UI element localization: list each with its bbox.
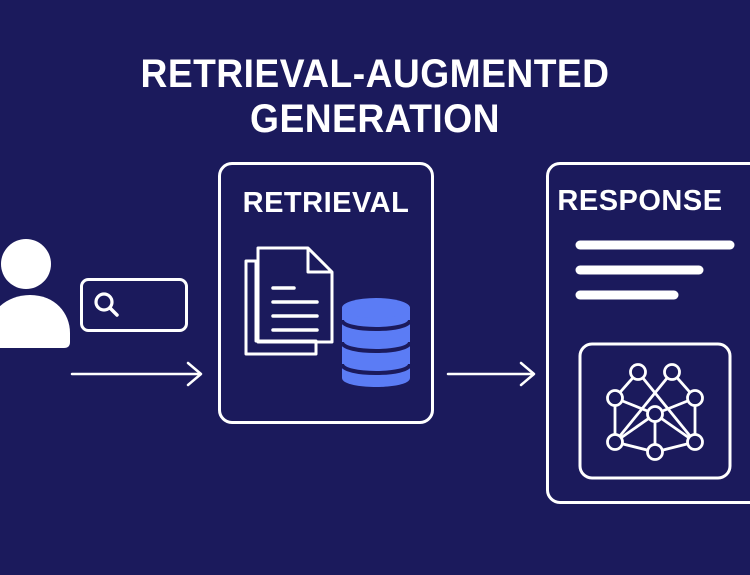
arrow-to-response <box>446 361 536 387</box>
arrow-to-retrieval <box>70 361 203 387</box>
user-icon <box>0 239 70 348</box>
database-icon <box>340 298 412 387</box>
neural-network-box <box>578 342 732 480</box>
documents-icon <box>244 246 334 356</box>
query-box <box>80 278 188 332</box>
retrieval-box: RETRIEVAL <box>218 162 434 424</box>
search-icon <box>94 292 119 317</box>
retrieval-label: RETRIEVAL <box>242 187 410 219</box>
response-box: RESPONSE <box>546 162 750 504</box>
neural-network-icon <box>606 363 704 461</box>
response-label: RESPONSE <box>557 185 723 217</box>
response-text-lines <box>575 240 735 300</box>
diagram-title: RETRIEVAL-AUGMENTED GENERATION <box>140 52 610 141</box>
